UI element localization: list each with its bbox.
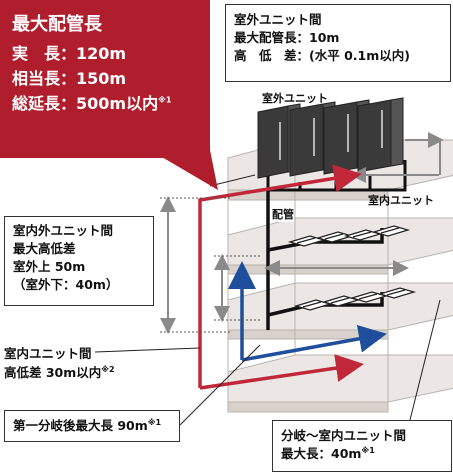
- red-route-arrow: [198, 164, 362, 388]
- actual-length: 実 長：120m: [12, 44, 127, 63]
- first-branch-box: 第一分岐後最大長 90m※1: [4, 410, 180, 442]
- max-piping-callout: 最大配管長 実 長：120m 相当長：150m 総延長：500m以内※1: [0, 0, 210, 158]
- total-length: 総延長：500m以内※1: [12, 93, 172, 113]
- indoor-height-label: 室内ユニット間 高低差 30m以内※2: [4, 346, 115, 381]
- indoor-unit-label: 室内ユニット: [368, 194, 434, 207]
- equivalent-length: 相当長：150m: [12, 68, 127, 88]
- height-diff-box: 室内外ユニット間 最大高低差 室外上 50m （室外下：40m）: [4, 216, 154, 306]
- outdoor-units: [257, 97, 404, 179]
- piping-label: 配管: [272, 206, 294, 222]
- max-piping-title: 最大配管長: [12, 14, 102, 35]
- height-dimension-arrows: [160, 196, 230, 334]
- leader-lines: [94, 174, 441, 426]
- indoor-units: [287, 225, 417, 311]
- outdoor-units-box: 室外ユニット間 最大配管長：10m 高 低 差：(水平 0.1m以内): [225, 4, 451, 82]
- outdoor-unit-label: 室外ユニット: [262, 92, 328, 105]
- branch-indoor-box: 分岐～室内ユニット間 最大長：40m※1: [272, 420, 452, 472]
